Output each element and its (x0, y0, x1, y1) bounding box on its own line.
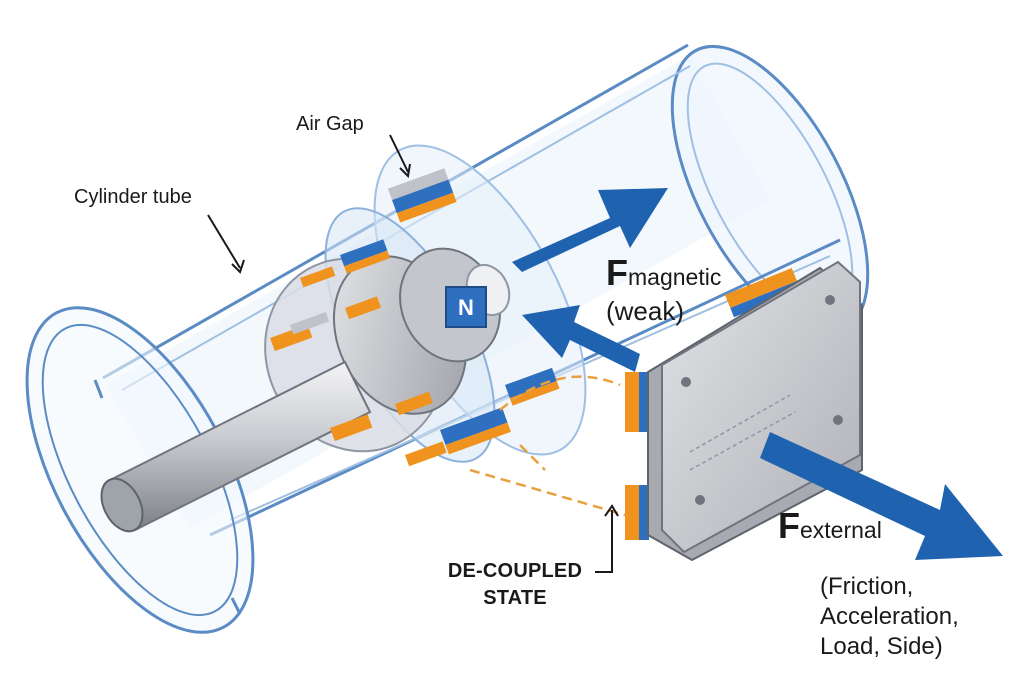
inner-magnets (270, 168, 560, 467)
air-gap-label: Air Gap (296, 113, 364, 135)
external-force-symbol: F (778, 505, 800, 546)
cylinder-tube-label: Cylinder tube (74, 186, 192, 208)
magnetic-force-label: Fmagnetic (606, 252, 721, 294)
decoupled-state-line-1: DE-COUPLED (447, 560, 583, 582)
external-cause-line: Acceleration, (820, 603, 959, 630)
decoupled-state-label: DE-COUPLED STATE (440, 560, 590, 610)
external-cause-line: Load, Side) (820, 633, 943, 660)
decoupled-state-line-2: STATE (483, 587, 547, 609)
external-force-label: Fexternal (778, 505, 882, 547)
magnetic-force-symbol: F (606, 252, 628, 293)
magnetic-force-arrow (512, 188, 668, 272)
piston-rod (100, 360, 372, 533)
leader-lines (207, 134, 619, 573)
n-pole-marker: N (445, 286, 487, 328)
magnetic-force-qualifier: (weak) (606, 296, 685, 326)
decoupling-indicator (469, 375, 626, 517)
magnetic-return-arrow (522, 305, 640, 372)
external-force-subscript: external (800, 517, 882, 543)
n-pole-label: N (458, 295, 474, 320)
external-causes-note: (Friction, Acceleration, Load, Side) (820, 572, 959, 662)
external-cause-line: (Friction, (820, 573, 914, 600)
magnetic-force-subscript: magnetic (628, 264, 722, 290)
external-force-arrow (760, 432, 1003, 560)
